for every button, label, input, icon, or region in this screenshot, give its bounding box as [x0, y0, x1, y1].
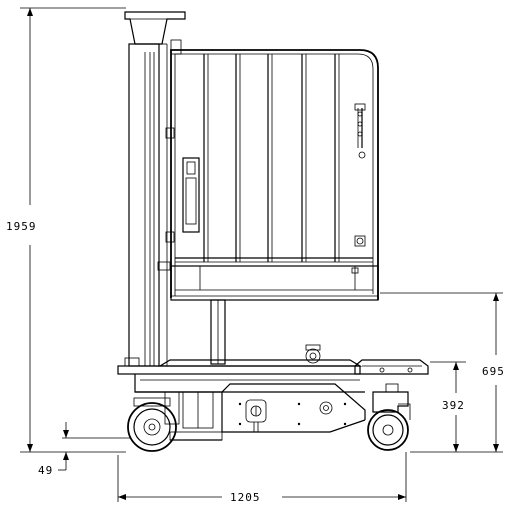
front-wheel: [127, 397, 177, 452]
platform-gate: [165, 39, 379, 301]
dimension-platform-height: 695: [380, 292, 505, 453]
mast: [124, 11, 186, 367]
chassis: [117, 359, 366, 441]
rear-step: [354, 359, 429, 375]
dimension-overall-length: 1205: [117, 452, 407, 504]
overall-height-label: 1959: [6, 220, 37, 233]
dimension-ground-clearance: 49: [38, 422, 130, 477]
platform-height-label: 695: [482, 365, 505, 378]
overall-length-label: 1205: [230, 491, 261, 504]
dimension-overall-height: 1959: [6, 7, 126, 453]
ground-clearance-label: 49: [38, 464, 53, 477]
rear-caster: [367, 383, 411, 451]
dimension-deck-height: 392: [430, 361, 466, 452]
deck-height-label: 392: [442, 399, 465, 412]
lift-column: [210, 299, 321, 365]
